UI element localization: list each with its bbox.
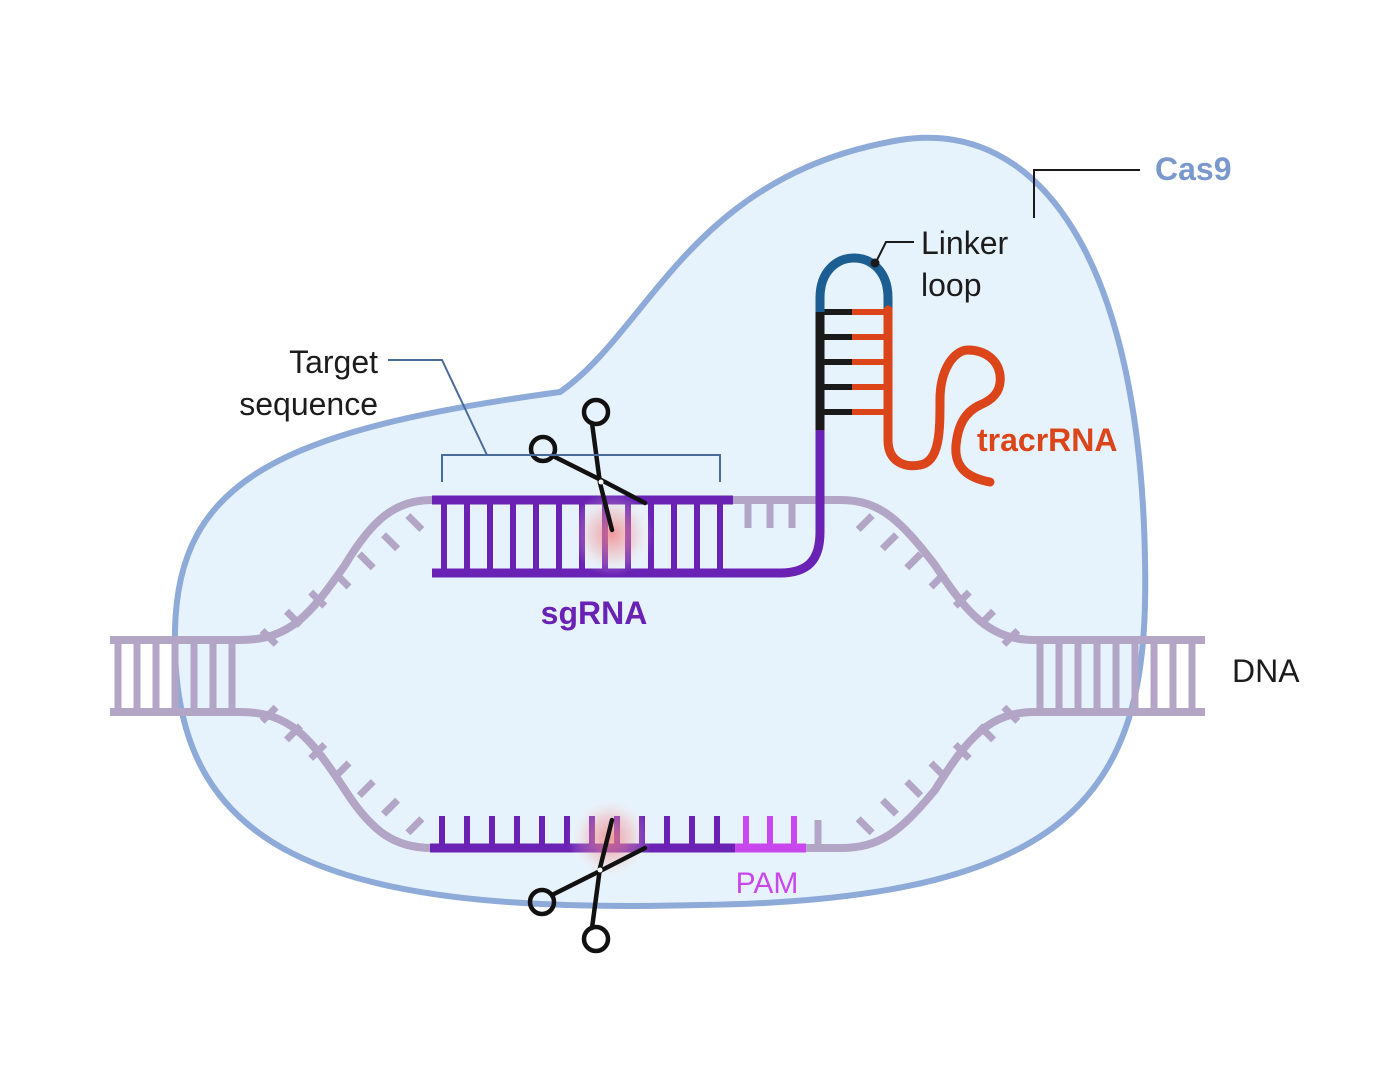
sgrna-stem-loop: [815, 253, 1005, 487]
dna-base-pair: [904, 779, 924, 799]
dna-base-pair: [904, 551, 924, 571]
target-sequence-label-line1: Target: [289, 344, 378, 380]
cut-site-glow-bottom: [568, 796, 652, 880]
dna-base-pair: [405, 513, 425, 533]
scissors-icon-bottom: [527, 817, 648, 954]
dna-base-pair: [356, 779, 376, 799]
dna-label: DNA: [1232, 653, 1300, 689]
tracrrna-label: tracrRNA: [977, 422, 1117, 458]
pam-base-pairs: [743, 816, 797, 848]
linker-loop-leader: [875, 241, 914, 263]
dna-base-pair: [405, 816, 425, 836]
linker-loop-label-line1: Linker: [921, 225, 1009, 261]
dna-base-pair: [381, 797, 401, 817]
cas9-leader-line: [1033, 169, 1140, 218]
stem-pairs-left: [820, 309, 852, 415]
pam-label: PAM: [736, 867, 799, 900]
sgrna-label: sgRNA: [541, 595, 648, 631]
cas9-protein-shape: [171, 134, 1149, 909]
target-sequence-bracket: [441, 454, 721, 482]
target-sequence-label-line2: sequence: [239, 386, 378, 422]
tracrrna-strand: [883, 305, 1005, 487]
linker-loop-shape: [815, 253, 893, 312]
dna-top-strand: [110, 496, 1205, 644]
dna-base-pair: [855, 816, 875, 836]
sgrna-strand: [432, 428, 825, 578]
linker-loop-label-line2: loop: [921, 267, 982, 303]
scissors-icon-top: [528, 397, 648, 533]
dna-base-pair: [879, 532, 899, 552]
target-sequence-leader: [388, 359, 488, 456]
cut-site-glow-top: [570, 492, 654, 576]
dna-base-pair: [855, 513, 875, 533]
dna-base-pair: [356, 551, 376, 571]
dna-base-pair: [879, 797, 899, 817]
dna-base-pair: [381, 532, 401, 552]
dna-double-strand: [110, 496, 1205, 852]
cas9-label: Cas9: [1155, 151, 1232, 187]
stem-pairs-right: [852, 309, 888, 415]
